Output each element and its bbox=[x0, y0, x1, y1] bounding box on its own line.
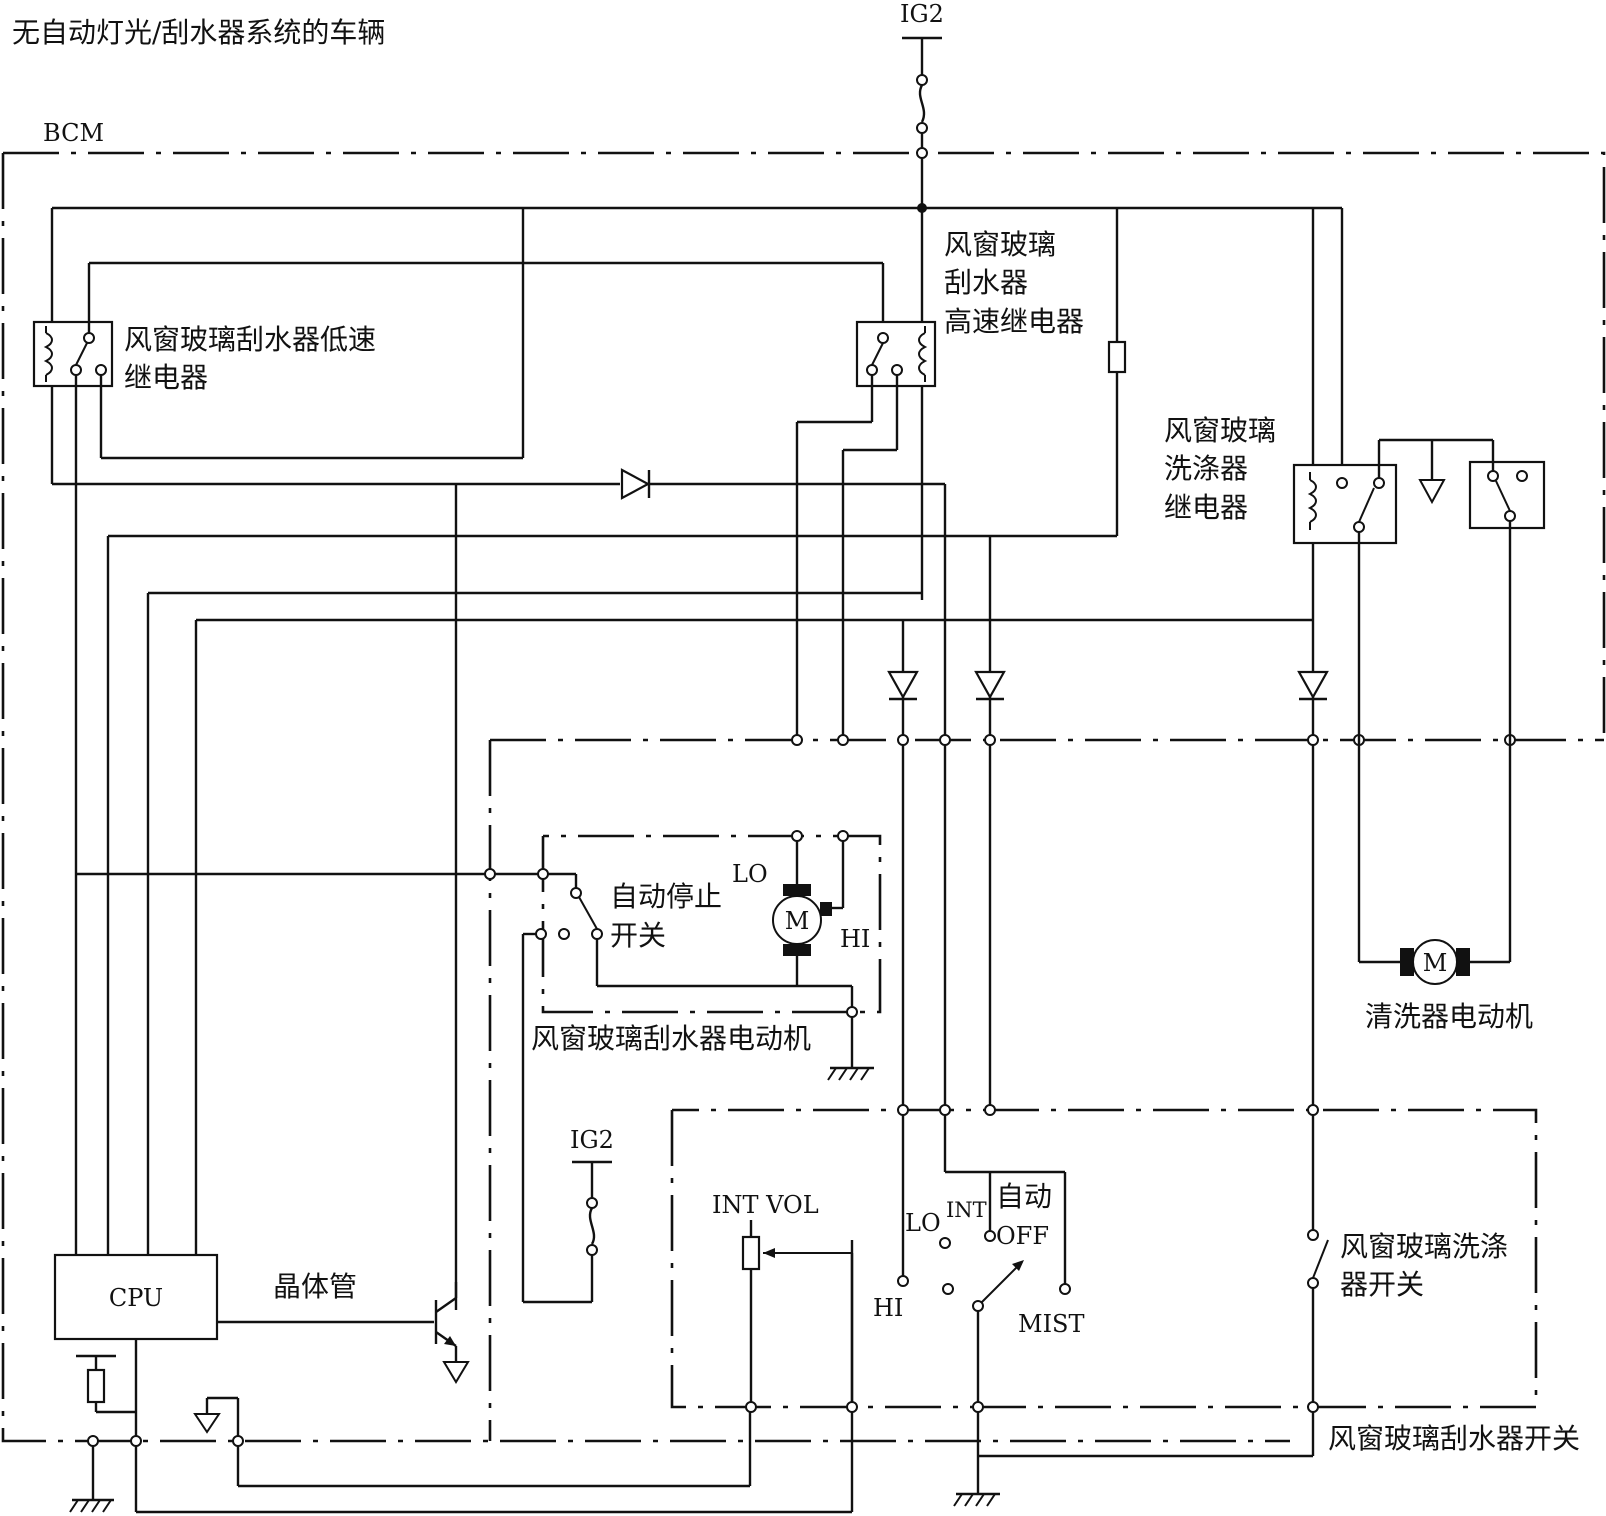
transistor-symbol bbox=[434, 1282, 470, 1384]
int-vol-resistor bbox=[741, 1220, 854, 1407]
supply-bus bbox=[50, 206, 1344, 1255]
high-relay-label-3: 高速继电器 bbox=[944, 305, 1084, 338]
washer-switch-label-1: 风窗玻璃洗涤 bbox=[1340, 1230, 1508, 1263]
switch-hi-label: HI bbox=[873, 1294, 903, 1322]
washer-relay bbox=[1292, 438, 1493, 964]
diode-lo bbox=[974, 670, 1006, 701]
motor-hi-label: HI bbox=[840, 925, 870, 953]
int-vol-label: INT VOL bbox=[712, 1191, 819, 1219]
washer-switch-label-2: 器开关 bbox=[1340, 1268, 1424, 1301]
diode-washer bbox=[1297, 670, 1329, 701]
autostop-label-1: 自动停止 bbox=[610, 880, 722, 913]
ig2-bottom-supply bbox=[572, 1160, 612, 1302]
wiper-motor-outline bbox=[541, 834, 882, 1014]
high-speed-relay bbox=[795, 320, 937, 740]
switch-lo-label: LO bbox=[905, 1209, 941, 1237]
switch-auto-label: 自动 bbox=[996, 1180, 1052, 1213]
ig2-bottom-label: IG2 bbox=[570, 1126, 614, 1154]
washer-motor: M bbox=[1400, 939, 1470, 985]
autostop-label-2: 开关 bbox=[610, 919, 666, 952]
washer-relay-label-1: 风窗玻璃 bbox=[1164, 414, 1276, 447]
diode-hi bbox=[887, 620, 919, 1110]
high-relay-label-2: 刮水器 bbox=[944, 266, 1028, 299]
wiper-motor-label: 风窗玻璃刮水器电动机 bbox=[531, 1022, 811, 1055]
low-relay-label-1: 风窗玻璃刮水器低速 bbox=[124, 323, 376, 356]
cpu-block: CPU bbox=[53, 1253, 434, 1341]
ig2-top-supply bbox=[902, 36, 942, 600]
transistor-label: 晶体管 bbox=[273, 1270, 357, 1303]
bcm-outline bbox=[1, 151, 1606, 1443]
switch-off-label: OFF bbox=[996, 1222, 1049, 1250]
wiper-switch-outline bbox=[670, 1108, 1538, 1409]
cpu-input-lines bbox=[146, 536, 1313, 1255]
wiper-motor-letter: M bbox=[785, 907, 810, 935]
motor-lo-label: LO bbox=[732, 860, 768, 888]
washer-motor-label: 清洗器电动机 bbox=[1365, 1000, 1533, 1033]
wiper-switch-terminals bbox=[897, 1104, 1319, 1486]
diode-horizontal bbox=[52, 468, 947, 1310]
washer-motor-switch bbox=[1468, 440, 1546, 964]
switch-ground bbox=[953, 1486, 1000, 1507]
bcm-label: BCM bbox=[43, 119, 104, 147]
wiper-switch-bottom-terminals bbox=[745, 1401, 1319, 1458]
high-relay-label-1: 风窗玻璃 bbox=[944, 228, 1056, 261]
washer-motor-letter: M bbox=[1423, 949, 1448, 977]
washer-switch bbox=[1307, 1115, 1329, 1407]
switch-int-label: INT bbox=[946, 1198, 987, 1222]
auto-stop-switch bbox=[76, 868, 603, 1304]
vehicle-note: 无自动灯光/刮水器系统的车辆 bbox=[12, 16, 385, 49]
cpu-label: CPU bbox=[109, 1284, 163, 1312]
low-relay-label-2: 继电器 bbox=[124, 361, 208, 394]
washer-relay-label-2: 洗涤器 bbox=[1164, 452, 1248, 485]
wiper-motor-block: M bbox=[597, 830, 874, 1081]
washer-relay-label-3: 继电器 bbox=[1164, 491, 1248, 524]
ig2-top-label: IG2 bbox=[900, 0, 944, 28]
switch-mist-label: MIST bbox=[1018, 1310, 1085, 1338]
resistor-1 bbox=[1107, 340, 1127, 374]
wiper-switch-label: 风窗玻璃刮水器开关 bbox=[1328, 1422, 1580, 1455]
low-speed-relay bbox=[32, 261, 885, 1255]
